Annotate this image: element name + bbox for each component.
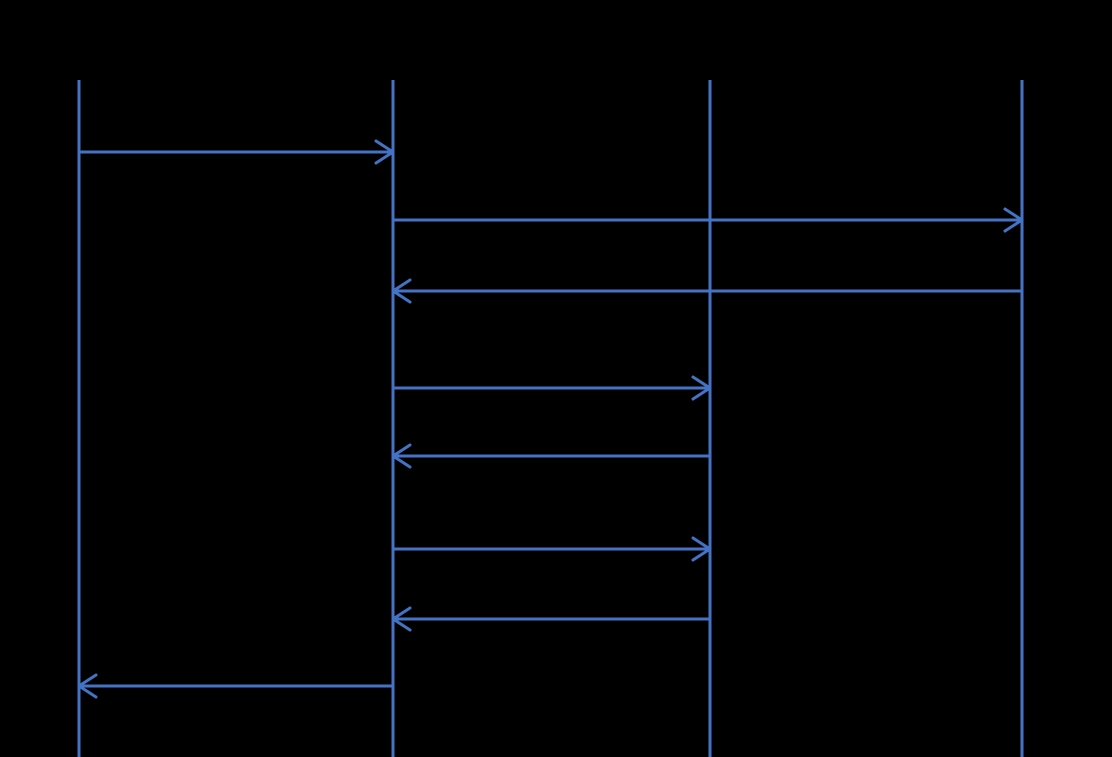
arrow-head-3	[391, 278, 412, 304]
arrow-head-1	[374, 139, 395, 165]
message-4	[393, 375, 712, 401]
message-6	[393, 536, 712, 562]
arrow-head-2	[1003, 207, 1024, 233]
arrow-head-8	[77, 673, 98, 699]
message-8	[77, 673, 393, 699]
messages-group	[77, 139, 1024, 699]
arrow-head-5	[391, 443, 412, 469]
message-7	[391, 606, 710, 632]
message-1	[79, 139, 395, 165]
message-3	[391, 278, 1022, 304]
arrow-head-7	[391, 606, 412, 632]
arrow-head-6	[691, 536, 712, 562]
message-5	[391, 443, 710, 469]
lifelines-group	[77, 80, 1024, 757]
arrow-head-4	[691, 375, 712, 401]
message-2	[393, 207, 1024, 233]
